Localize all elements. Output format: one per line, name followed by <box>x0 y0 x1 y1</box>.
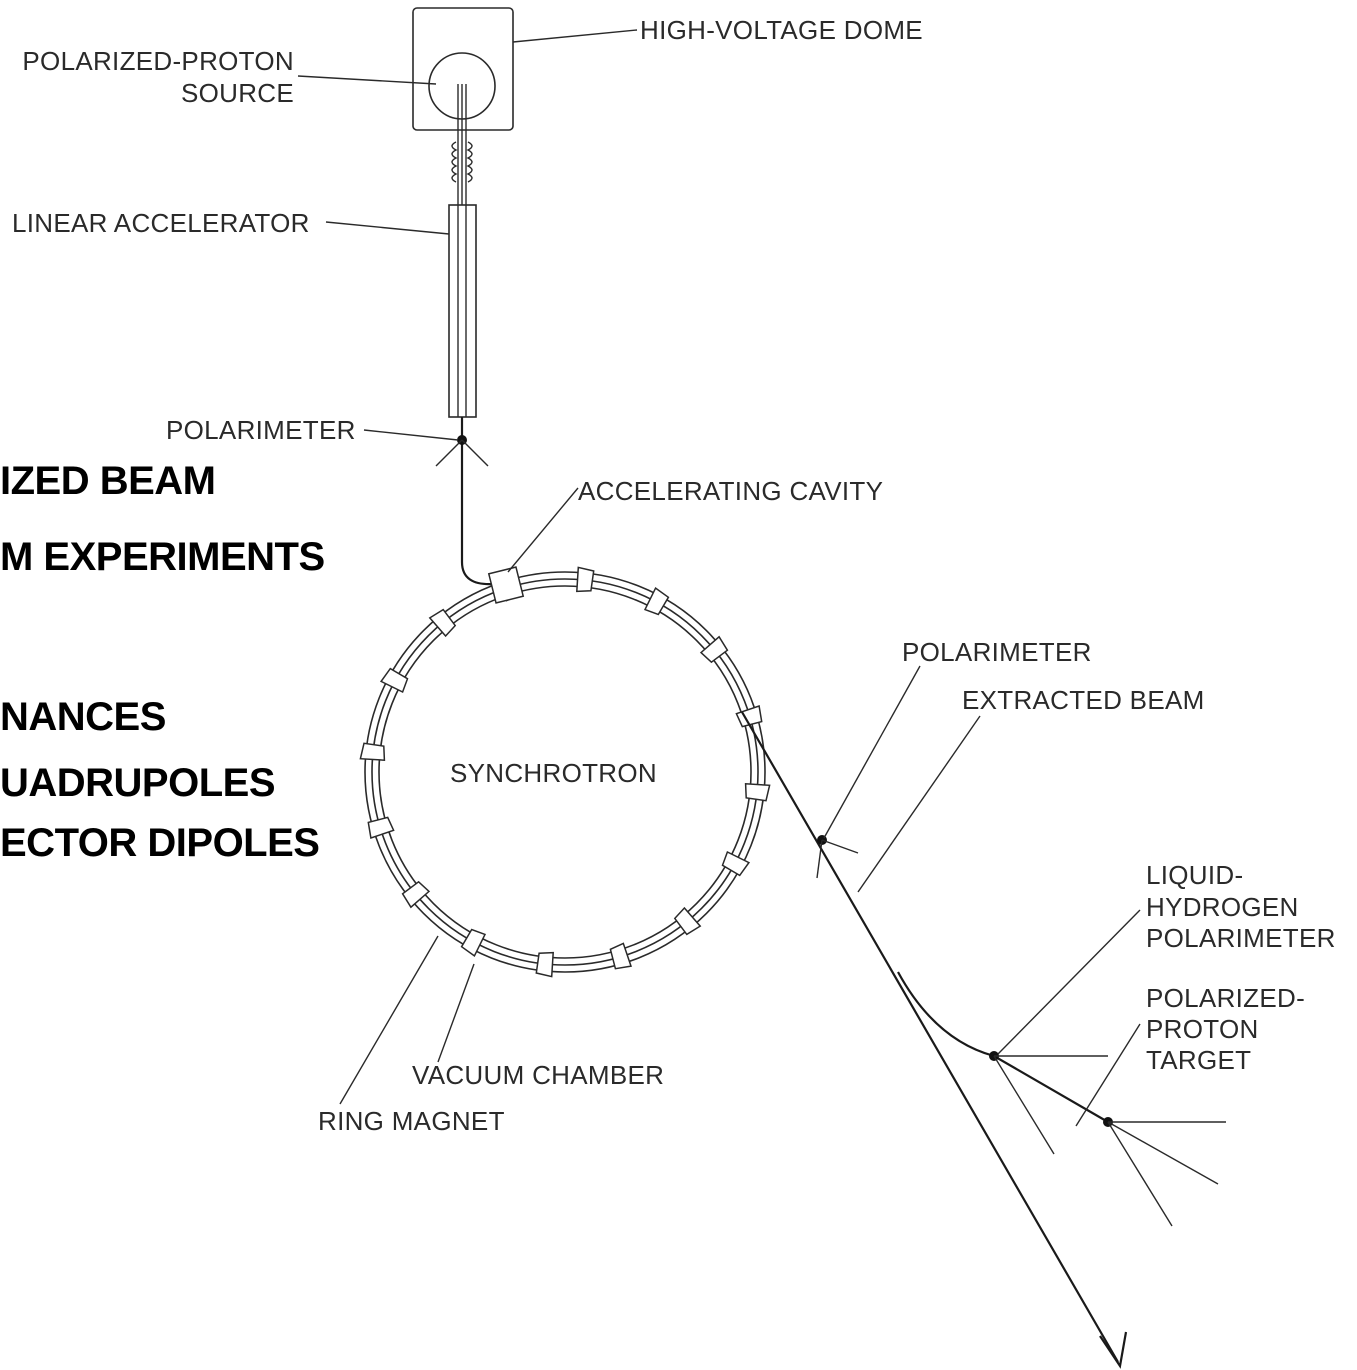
leader-cavity <box>507 487 579 573</box>
bellows-coil <box>451 141 473 183</box>
ring-magnet-segment <box>367 816 395 839</box>
label-source-line1: POLARIZED-PROTON <box>22 46 294 76</box>
label-target-line3: TARGET <box>1146 1045 1251 1075</box>
label-synchrotron: SYNCHROTRON <box>450 758 657 788</box>
label-vacuum-chamber: VACUUM CHAMBER <box>412 1060 664 1090</box>
high-voltage-dome <box>412 7 514 131</box>
leader-target <box>1075 1023 1141 1127</box>
ring-magnet-segment <box>735 705 763 728</box>
label-lh-line2: HYDROGEN <box>1146 892 1299 922</box>
leader-ring-magnet <box>339 935 439 1105</box>
accelerating-cavity-block <box>487 566 525 604</box>
linear-accelerator-tube <box>448 204 477 418</box>
synchrotron-ring-inner <box>378 585 752 959</box>
label-source-line2: SOURCE <box>181 78 294 108</box>
overlay-text-1: IZED BEAM <box>0 459 216 503</box>
leader-hv-dome <box>512 29 638 43</box>
leader-polarimeter-ext <box>823 665 921 839</box>
overlay-text-2: M EXPERIMENTS <box>0 535 325 579</box>
label-target-line1: POLARIZED- <box>1146 983 1305 1013</box>
leader-linac-polarimeter <box>363 429 459 441</box>
leader-linac <box>325 221 450 235</box>
ring-magnet-segment <box>535 951 555 978</box>
ring-magnet-segment <box>401 880 431 909</box>
ring-magnet-segment <box>460 928 487 958</box>
branch-beam <box>897 971 1109 1123</box>
ring-magnet-segment <box>643 586 670 616</box>
label-linear-accelerator: LINEAR ACCELERATOR <box>12 208 310 238</box>
lh-arm-b <box>993 1055 1055 1155</box>
label-polarimeter-linac: POLARIMETER <box>166 415 356 445</box>
label-ring-magnet: RING MAGNET <box>318 1106 505 1136</box>
ring-magnet-segment <box>428 608 457 638</box>
label-lh-line1: LIQUID- <box>1146 860 1243 890</box>
injection-beam <box>460 417 495 586</box>
label-high-voltage-dome: HIGH-VOLTAGE DOME <box>640 15 923 45</box>
ring-magnet-segment <box>673 906 702 936</box>
ring-magnet-segment <box>744 782 771 802</box>
linac-polarimeter-arm-left <box>435 439 463 467</box>
label-accelerating-cavity: ACCELERATING CAVITY <box>578 476 883 506</box>
extracted-polarimeter-arm-a <box>816 839 823 879</box>
ring-magnet-segment <box>379 667 409 694</box>
ring-magnet-segment <box>699 635 729 664</box>
label-lh-line3: POLARIMETER <box>1146 923 1336 953</box>
ring-magnet-segment <box>721 850 751 877</box>
ring-magnet-segment <box>359 742 386 762</box>
label-target-line2: PROTON <box>1146 1014 1259 1044</box>
extracted-beam-line <box>741 711 1119 1363</box>
label-extracted-beam: EXTRACTED BEAM <box>962 685 1205 715</box>
synchrotron-ring-middle <box>371 578 759 966</box>
leader-source <box>297 75 437 85</box>
leader-extracted-beam <box>857 715 981 893</box>
overlay-text-5: ECTOR DIPOLES <box>0 821 319 865</box>
ring-magnet-segment <box>575 566 595 593</box>
extracted-polarimeter-arm-b <box>821 839 859 854</box>
target-arm-b <box>1107 1121 1219 1185</box>
synchrotron-ring-outer <box>364 571 766 973</box>
ring-magnet-segment <box>609 942 632 970</box>
overlay-text-4: UADRUPOLES <box>0 761 275 805</box>
leader-lh-polarimeter <box>997 909 1141 1055</box>
label-polarimeter-extracted: POLARIMETER <box>902 637 1092 667</box>
leader-vacuum-chamber <box>437 963 475 1063</box>
beam-arrowhead <box>1099 1331 1128 1369</box>
overlay-text-3: NANCES <box>0 695 166 739</box>
linac-polarimeter-arm-right <box>461 439 489 467</box>
target-arm-c <box>1107 1121 1173 1227</box>
